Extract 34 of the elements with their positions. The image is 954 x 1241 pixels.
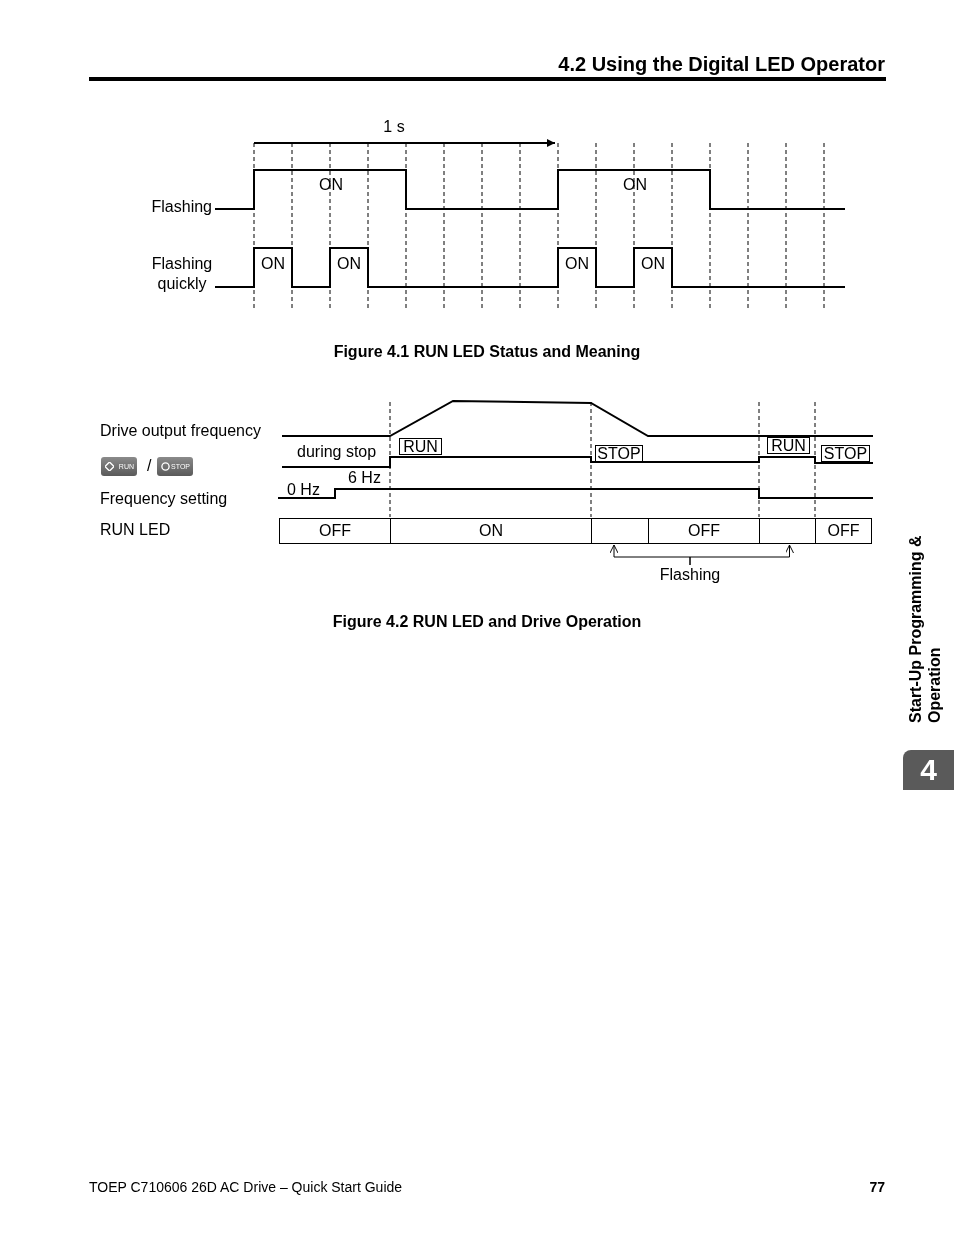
value-label: 0 Hz [287,480,320,500]
annotation-text: Flashing [655,565,725,585]
key-tag: STOP [821,445,870,462]
chapter-tab: 4 [903,750,954,790]
state-label: ON [565,254,589,274]
row-label: Frequency setting [100,489,228,509]
state-label: ON [319,175,343,195]
section-title: 4.2 Using the Digital LED Operator [558,54,885,74]
empty-cell [591,518,649,544]
chapter-side-label: Start-Up Programming & Operation [906,534,944,723]
row-label: Flashing [151,197,212,217]
key-tag: RUN [399,438,442,455]
state-label: ON [261,254,285,274]
led-state-cell: OFF [279,518,391,544]
row-label: RUN LED [100,520,171,540]
led-state-cell: ON [390,518,592,544]
state-label: ON [337,254,361,274]
page-number: 77 [869,1178,885,1197]
footer-text: TOEP C710606 26D AC Drive – Quick Start Guide [89,1178,403,1197]
row-label: Flashing quickly [150,254,214,294]
time-label: 1 s [383,117,405,137]
state-label: ON [623,175,647,195]
figure-caption: Figure 4.2 RUN LED and Drive Operation [332,612,642,632]
figure-caption: Figure 4.1 RUN LED Status and Meaning [333,342,641,362]
key-tag: RUN [767,437,810,454]
row-label: Drive output frequency [100,421,261,441]
led-state-cell: OFF [648,518,760,544]
led-state-cell: OFF [815,518,872,544]
state-label: ON [641,254,665,274]
key-tag: STOP [595,445,643,462]
empty-cell [759,518,816,544]
separator: / [147,456,152,476]
value-label: 6 Hz [348,468,381,488]
signal-label: during stop [297,442,377,462]
